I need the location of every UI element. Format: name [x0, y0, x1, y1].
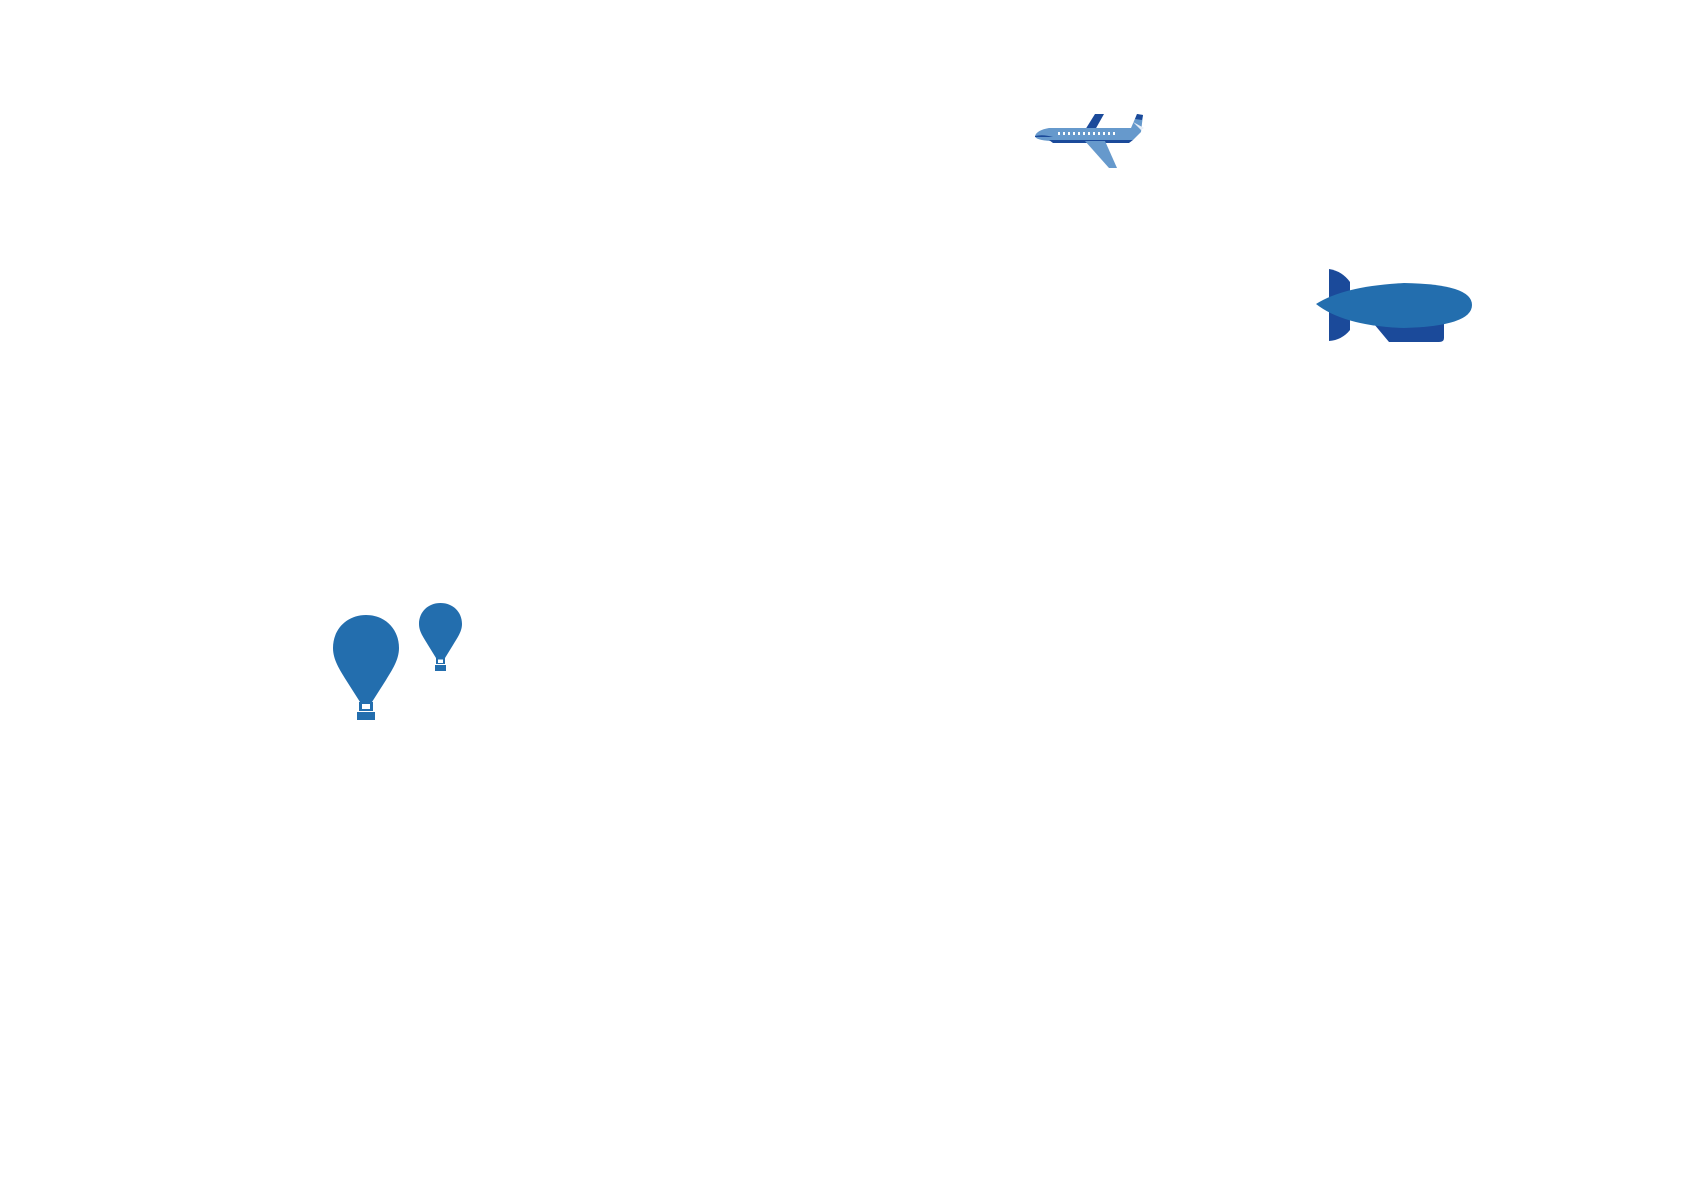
hot-air-balloon-icon: [419, 603, 462, 671]
hot-air-balloon-icon: [333, 615, 399, 720]
airplane-icon: [1035, 114, 1144, 168]
blimp-icon: [1316, 269, 1472, 342]
